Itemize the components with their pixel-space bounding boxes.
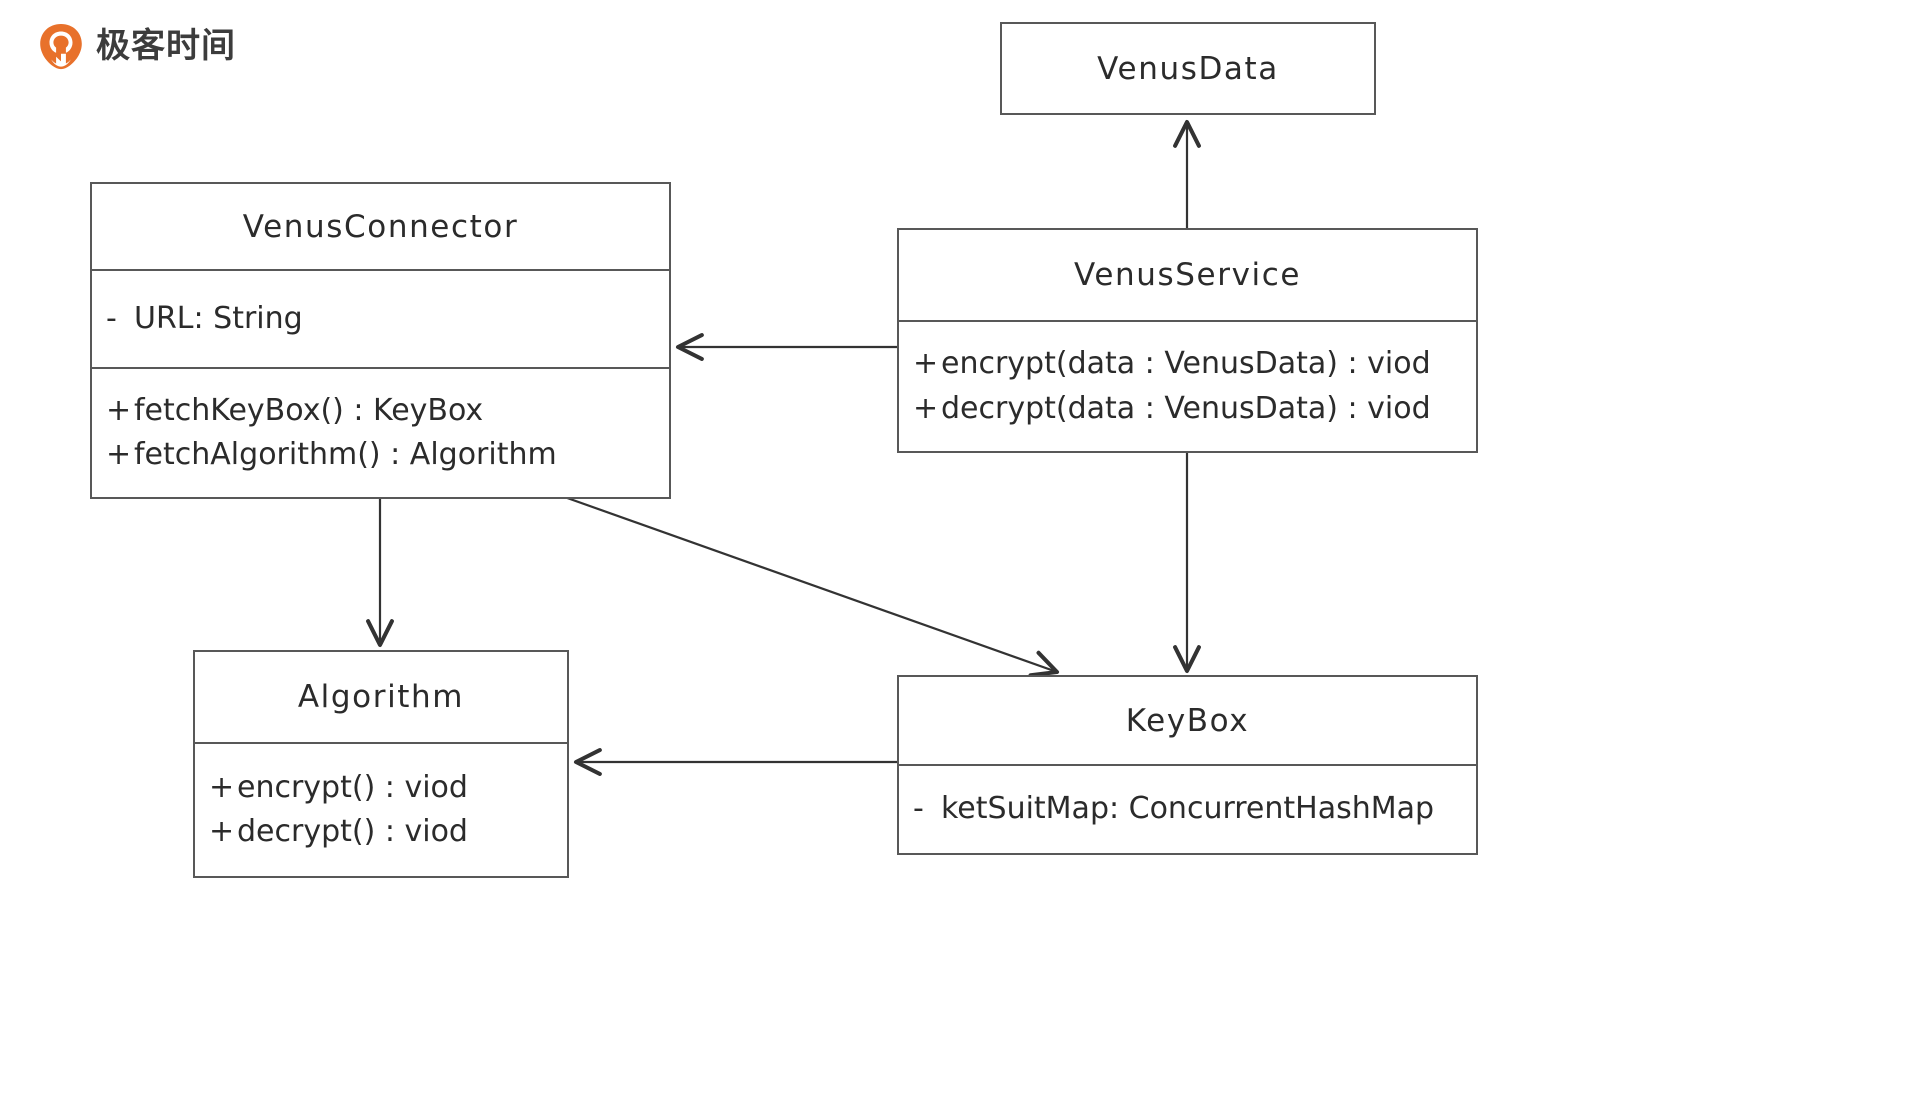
uml-class-venus-data[interactable]: VenusData — [1000, 22, 1376, 115]
uml-compartment-title: VenusConnector — [92, 184, 669, 269]
uml-class-algorithm[interactable]: Algorithm +encrypt() : viod +decrypt() :… — [193, 650, 569, 878]
uml-class-name: KeyBox — [1125, 702, 1250, 739]
relation-connector-to-keybox — [555, 492, 1060, 678]
geek-time-logo-icon — [40, 24, 82, 70]
uml-class-venus-connector[interactable]: VenusConnector -URL: String +fetchKeyBox… — [90, 182, 671, 499]
method-text: fetchKeyBox() : KeyBox — [134, 392, 484, 428]
uml-compartment-methods: +encrypt() : viod +decrypt() : viod — [195, 742, 567, 876]
uml-attribute-row: -URL: String — [92, 297, 669, 341]
method-text: encrypt(data : VenusData) : viod — [941, 346, 1431, 382]
uml-class-name: VenusData — [1097, 50, 1279, 87]
visibility-marker: - — [106, 300, 117, 336]
uml-method-row: +encrypt() : viod — [195, 766, 567, 810]
uml-compartment-methods: +fetchKeyBox() : KeyBox +fetchAlgorithm(… — [92, 367, 669, 497]
uml-class-key-box[interactable]: KeyBox -ketSuitMap: ConcurrentHashMap — [897, 675, 1478, 855]
brand-logo: 极客时间 — [38, 22, 236, 70]
visibility-marker: + — [106, 392, 132, 428]
method-text: encrypt() : viod — [237, 769, 468, 805]
attribute-text: ketSuitMap: ConcurrentHashMap — [941, 791, 1435, 827]
uml-compartment-attributes: -ketSuitMap: ConcurrentHashMap — [899, 764, 1476, 853]
visibility-marker: + — [913, 346, 939, 382]
visibility-marker: + — [106, 437, 132, 472]
method-text: decrypt() : viod — [237, 814, 468, 849]
uml-compartment-title: VenusService — [899, 230, 1476, 320]
uml-method-row: +decrypt(data : VenusData) : viod — [899, 387, 1476, 431]
uml-class-name: VenusConnector — [242, 208, 519, 245]
uml-compartment-attributes: -URL: String — [92, 269, 669, 367]
visibility-marker: + — [209, 769, 235, 805]
attribute-text: URL: String — [134, 300, 303, 336]
method-text: fetchAlgorithm() : Algorithm — [134, 437, 557, 472]
uml-compartment-title: Algorithm — [195, 652, 567, 742]
uml-attribute-row: -ketSuitMap: ConcurrentHashMap — [899, 787, 1476, 831]
uml-method-row: +fetchKeyBox() : KeyBox — [92, 389, 669, 433]
visibility-marker: - — [913, 791, 924, 827]
uml-method-row: +encrypt(data : VenusData) : viod — [899, 342, 1476, 386]
method-text: decrypt(data : VenusData) : viod — [941, 390, 1431, 426]
uml-compartment-methods: +encrypt(data : VenusData) : viod +decry… — [899, 320, 1476, 451]
uml-compartment-title: KeyBox — [899, 677, 1476, 764]
uml-method-row: +decrypt() : viod — [195, 810, 567, 854]
uml-method-row: +fetchAlgorithm() : Algorithm — [92, 433, 669, 477]
brand-name: 极客时间 — [96, 26, 236, 66]
uml-class-venus-service[interactable]: VenusService +encrypt(data : VenusData) … — [897, 228, 1478, 453]
visibility-marker: + — [913, 390, 939, 426]
uml-compartment-title: VenusData — [1002, 24, 1374, 113]
uml-class-name: Algorithm — [297, 679, 465, 715]
visibility-marker: + — [209, 814, 235, 849]
uml-class-name: VenusService — [1073, 257, 1302, 293]
